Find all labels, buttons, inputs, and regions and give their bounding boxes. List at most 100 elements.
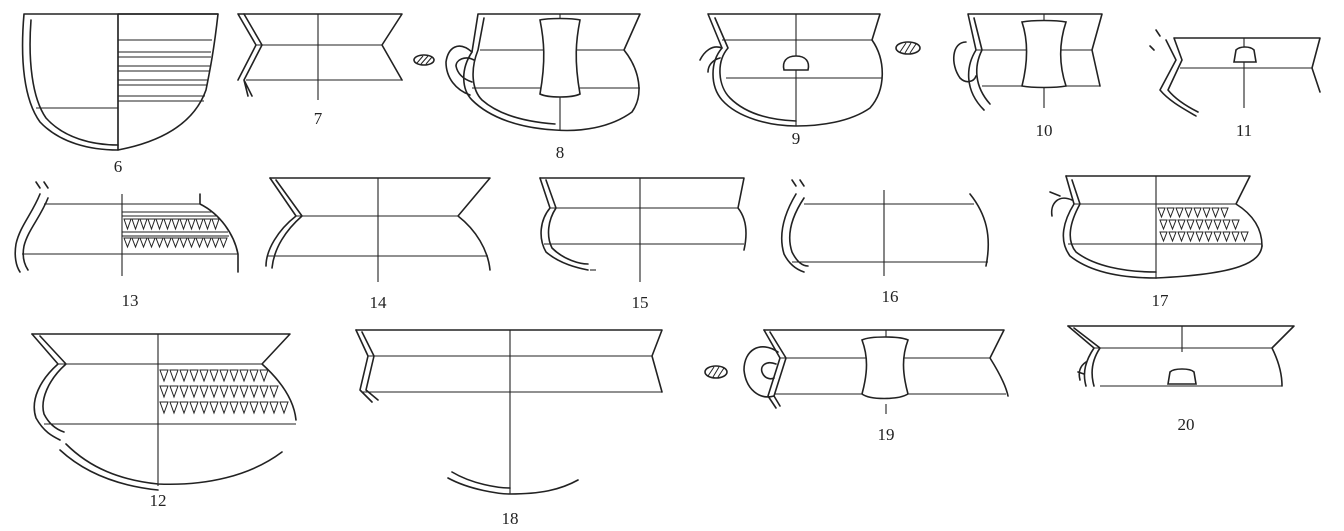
incised-triangle [1157,207,1166,219]
incised-triangle [1231,219,1240,231]
vessel-11: 11 [1149,29,1321,140]
incised-triangle [179,237,188,249]
vessel-12-label: 12 [150,491,167,510]
incised-triangle [229,369,239,383]
incised-triangle [219,385,229,399]
incised-triangle [169,369,179,383]
incised-triangle [259,385,269,399]
incised-triangle [159,385,169,399]
incised-triangle [1177,231,1186,243]
incised-triangle [1213,231,1222,243]
incised-triangle [163,218,172,231]
vessel-13: 13 [14,181,239,310]
vessel-11-label: 11 [1236,121,1252,140]
vessel-9-label: 9 [792,129,801,148]
triangle-band-12 [159,369,289,415]
vessel-18-label: 18 [502,509,519,528]
incised-triangle [249,385,259,399]
vessel-19-label: 19 [878,425,895,444]
incised-triangle [131,218,140,231]
incised-triangle [1240,231,1249,243]
incised-triangle [1184,207,1193,219]
incised-triangle [1186,219,1195,231]
incised-triangle [1186,231,1195,243]
incised-triangle [1222,231,1231,243]
incised-triangle [179,385,189,399]
handle-section-19 [704,365,728,379]
incised-triangle [1177,219,1186,231]
incised-triangle [199,369,209,383]
incised-triangle [1204,231,1213,243]
vessel-9: 9 [699,13,883,148]
incised-triangle [187,218,196,231]
incised-triangle [259,401,269,415]
vessel-20: 20 [1067,325,1295,434]
incised-triangle [1159,219,1168,231]
incised-triangle [1175,207,1184,219]
incised-triangle [259,369,269,383]
incised-triangle [155,218,164,231]
vessel-14: 14 [265,177,491,312]
incised-triangle [1195,219,1204,231]
incised-triangle [147,218,156,231]
incised-triangle [269,401,279,415]
incised-triangle [203,218,212,231]
incised-triangle [1220,207,1229,219]
vessel-14-label: 14 [370,293,388,312]
incised-triangle [1202,207,1211,219]
triangle-band-17 [1157,207,1249,243]
vessel-17: 17 [1049,175,1263,310]
vessel-15: 15 [539,177,747,312]
incised-triangle [239,401,249,415]
incised-triangle [171,218,180,231]
incised-triangle [189,369,199,383]
incised-triangle [219,401,229,415]
incised-triangle [1211,207,1220,219]
incised-triangle [269,385,279,399]
incised-triangle [147,237,156,249]
incised-triangle [189,401,199,415]
incised-triangle [1193,207,1202,219]
incised-triangle [179,401,189,415]
incised-triangle [209,401,219,415]
vessel-19: 19 [743,329,1009,444]
incised-triangle [1168,219,1177,231]
incised-triangle [195,218,204,231]
vessel-13-label: 13 [122,291,139,310]
incised-triangle [139,218,148,231]
incised-triangle [211,218,220,231]
incised-triangle [179,369,189,383]
incised-triangle [209,369,219,383]
incised-triangle [1168,231,1177,243]
incised-triangle [187,237,196,249]
incised-triangle [1231,231,1240,243]
incised-triangle [199,385,209,399]
vessel-7-label: 7 [314,109,323,128]
vessel-18: 18 [355,329,663,528]
incised-triangle [139,237,148,249]
incised-triangle [169,385,179,399]
incised-triangle [171,237,180,249]
incised-triangle [219,237,228,249]
incised-triangle [123,218,132,231]
triangle-band-13 [123,218,228,249]
vessel-17-label: 17 [1152,291,1170,310]
incised-triangle [229,385,239,399]
incised-triangle [159,401,169,415]
groove-bands [118,39,212,102]
vessel-16-label: 16 [882,287,899,306]
vessel-6-label: 6 [114,157,123,176]
vessel-15-label: 15 [632,293,649,312]
incised-triangle [163,237,172,249]
incised-triangle [123,237,132,249]
handle-section-8 [413,54,435,66]
incised-triangle [155,237,164,249]
incised-triangle [1166,207,1175,219]
incised-triangle [1195,231,1204,243]
incised-triangle [249,369,259,383]
incised-triangle [219,369,229,383]
incised-triangle [179,218,188,231]
incised-triangle [1159,231,1168,243]
incised-triangle [1213,219,1222,231]
